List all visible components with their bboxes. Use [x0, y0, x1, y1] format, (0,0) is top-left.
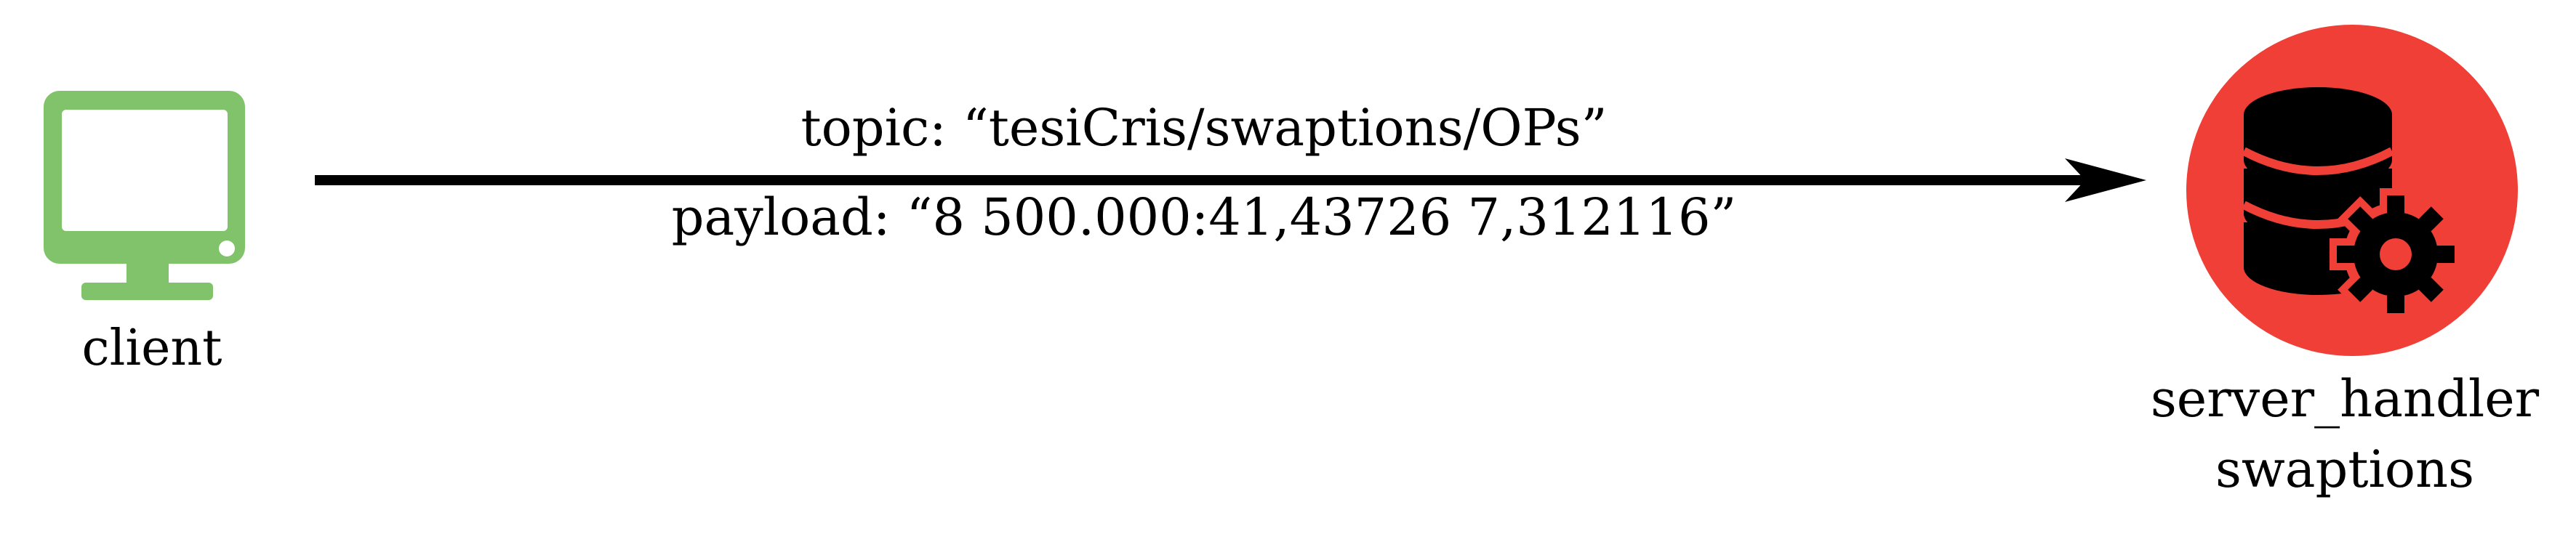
server-label-line1: server_handler [2151, 369, 2540, 429]
gear-icon [2330, 188, 2462, 320]
gear-hole [2380, 238, 2412, 270]
topic-label: topic: “tesiCris/swaptions/OPs” [801, 98, 1607, 158]
client-label: client [82, 320, 222, 377]
message-arrow [315, 158, 2146, 202]
monitor-base [81, 283, 213, 300]
monitor-neck [127, 264, 169, 283]
payload-label: payload: “8 500.000:41,43726 7,312116” [672, 187, 1737, 247]
monitor-power-dot [219, 240, 235, 256]
database-gear-icon [2186, 25, 2518, 356]
monitor-icon [44, 91, 245, 300]
monitor-screen [62, 110, 228, 231]
arrow-head [2065, 158, 2146, 202]
server-label-line2: swaptions [2215, 440, 2474, 499]
